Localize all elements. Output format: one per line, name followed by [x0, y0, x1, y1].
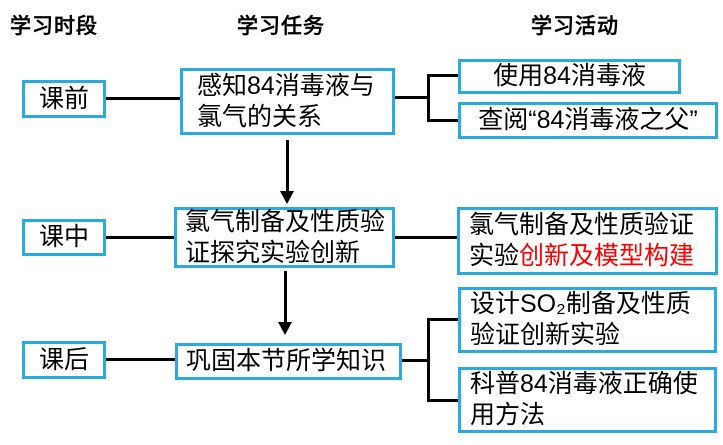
task-text-line: 证探究实验创新 — [185, 238, 361, 267]
task-box-during-class: 氯气制备及性质验 证探究实验创新 — [174, 207, 395, 268]
activity-box-chlorine-model-building: 氯气制备及性质验证 实验创新及模型构建 — [457, 207, 718, 275]
bracket-stub-bottom-1 — [427, 119, 458, 122]
task-text-line: 巩固本节所学知识 — [186, 347, 387, 375]
down-arrow-2-head — [278, 322, 292, 335]
header-learning-period: 学习时段 — [10, 15, 98, 38]
connector-task-to-bracket-3 — [402, 359, 430, 362]
activity-box-lookup-father-of-84: 查阅“84消毒液之父” — [458, 102, 718, 139]
down-arrow-1-head — [280, 191, 294, 204]
bracket-vertical-3 — [427, 318, 430, 402]
period-box-after-class: 课后 — [22, 341, 106, 379]
task-text-line: 感知84消毒液与 — [197, 71, 375, 100]
activity-text-black: 实验 — [469, 242, 520, 270]
period-box-during-class: 课中 — [22, 219, 106, 256]
period-box-before-class: 课前 — [22, 80, 106, 118]
period-label: 课后 — [38, 345, 89, 374]
activity-text-line: 科普84消毒液正确使 — [470, 370, 698, 398]
bracket-stub-top-1 — [427, 74, 458, 77]
bracket-stub-bottom-3 — [427, 399, 458, 402]
bracket-stub-top-3 — [427, 318, 458, 321]
activity-text-line: 氯气制备及性质验证 — [469, 211, 695, 239]
activity-text-line: 查阅“84消毒液之父” — [478, 106, 698, 134]
connector-period-to-task-1 — [106, 97, 180, 100]
period-label: 课中 — [38, 223, 89, 251]
period-label: 课前 — [38, 84, 89, 113]
activity-box-so2-innovative-experiment: 设计SO₂制备及性质 验证创新实验 — [458, 287, 717, 353]
down-arrow-1-shaft — [286, 140, 289, 192]
connector-task-to-bracket-1 — [395, 96, 430, 99]
activity-text-line: 设计SO₂制备及性质 — [470, 290, 691, 318]
connector-period-to-task-3 — [106, 358, 175, 361]
activity-text-line: 验证创新实验 — [470, 321, 621, 349]
header-learning-task: 学习任务 — [237, 15, 325, 38]
task-text-line: 氯气制备及性质验 — [185, 207, 386, 236]
activity-text-red-highlight: 创新及模型构建 — [519, 242, 695, 270]
header-learning-activity: 学习活动 — [531, 15, 619, 38]
activity-text-line: 用方法 — [470, 401, 546, 429]
task-box-before-class: 感知84消毒液与 氯气的关系 — [180, 68, 395, 135]
task-text-line: 氯气的关系 — [197, 102, 323, 131]
task-box-after-class: 巩固本节所学知识 — [175, 343, 402, 380]
connector-period-to-task-2 — [106, 236, 174, 239]
activity-text-line: 使用84消毒液 — [493, 62, 646, 90]
activity-text-line-mixed: 实验创新及模型构建 — [469, 241, 715, 272]
down-arrow-2-shaft — [284, 271, 287, 323]
activity-box-84-correct-usage: 科普84消毒液正确使 用方法 — [458, 367, 717, 433]
connector-task-to-activity-2 — [395, 236, 457, 239]
bracket-vertical-1 — [427, 74, 430, 122]
activity-box-use-84-disinfectant: 使用84消毒液 — [458, 59, 681, 94]
